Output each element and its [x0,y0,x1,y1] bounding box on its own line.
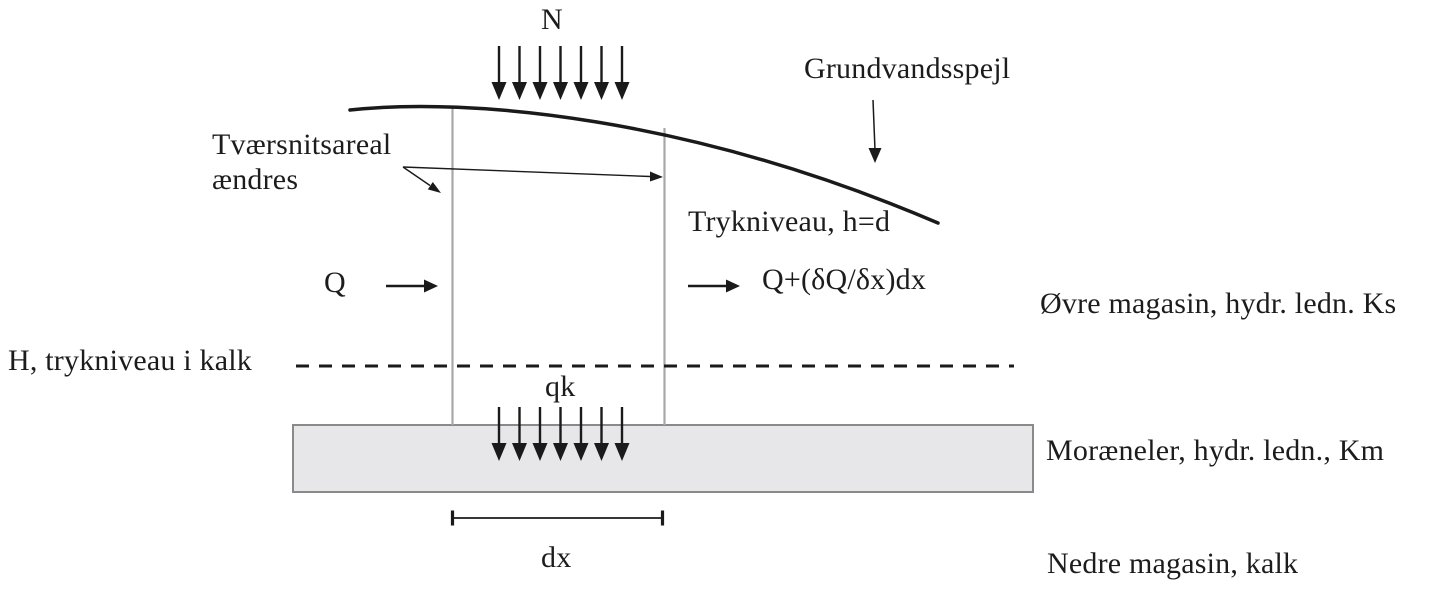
inflow-arrow-icon [384,278,440,294]
recharge-label: N [541,3,563,36]
leakage-label: qk [545,370,576,403]
groundwater-table-curve [348,104,940,225]
cross-section-pointer-arrows-icon [402,166,663,193]
chalk-head-label: H, trykniveau i kalk [8,344,252,377]
outflow-label: Q+(δQ/δx)dx [762,263,927,296]
dx-dimension-line [450,510,665,526]
dx-dimension-label: dx [541,541,572,574]
inflow-label: Q [324,266,346,299]
water-table-label: Grundvandsspejl [804,52,1011,85]
cross-section-label-line2: ændres [212,163,299,196]
pressure-level-label: Trykniveau, h=d [688,205,891,238]
moraine-layer-label: Moræneler, hydr. ledn., Km [1046,434,1385,467]
lower-aquifer-label: Nedre magasin, kalk [1047,547,1299,580]
upper-aquifer-label: Øvre magasin, hydr. ledn. Ks [1040,287,1397,320]
water-table-pointer-arrow-icon [868,99,882,163]
recharge-arrows-icon [490,44,631,102]
cross-section-label-line1: Tværsnitsareal [212,128,392,161]
moraine-layer-box [292,424,1034,493]
outflow-arrow-icon [686,278,742,294]
